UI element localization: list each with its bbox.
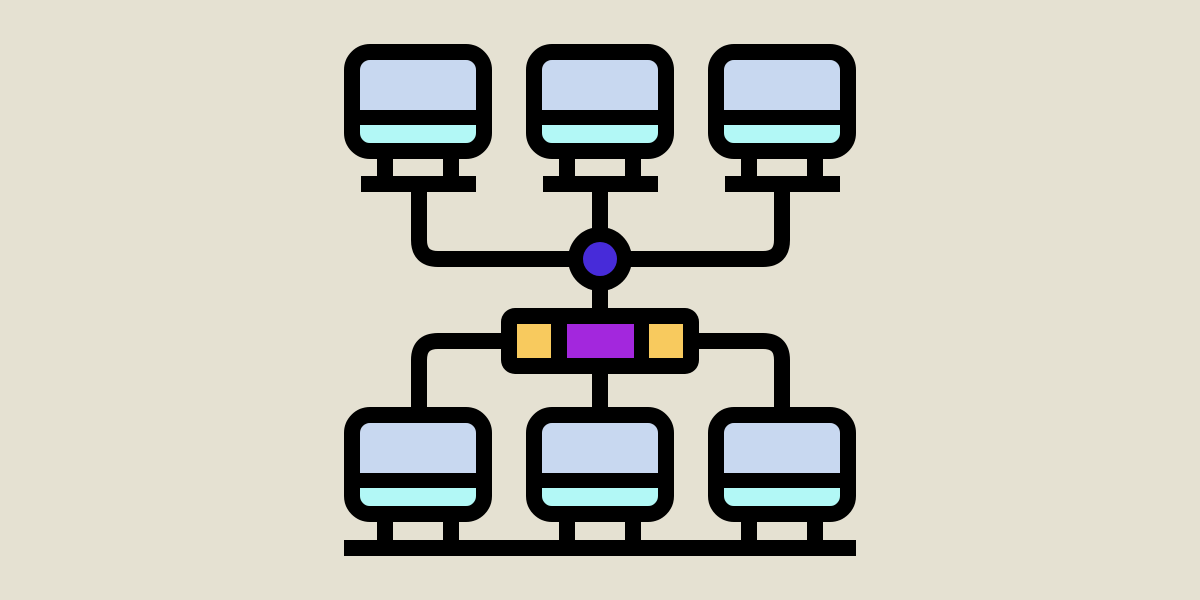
computer-top-center	[534, 52, 666, 192]
network-bus-line	[344, 540, 856, 556]
network-node	[568, 227, 632, 291]
hub-port-right	[649, 324, 683, 358]
node-dot-icon	[583, 242, 617, 276]
computer-top-right	[716, 52, 848, 192]
computer-bottom-right	[716, 415, 848, 541]
wire-hub-right	[690, 333, 790, 410]
wire-top-right	[600, 190, 790, 267]
connection-wires	[411, 190, 790, 410]
wire-top-left	[411, 190, 600, 267]
hub-center	[567, 324, 634, 358]
computer-bottom-left	[352, 415, 484, 541]
network-hub	[501, 308, 699, 374]
hub-port-left	[517, 324, 551, 358]
computer-bottom-center	[534, 415, 666, 541]
computer-top-left	[352, 52, 484, 192]
wire-hub-left	[411, 333, 510, 410]
